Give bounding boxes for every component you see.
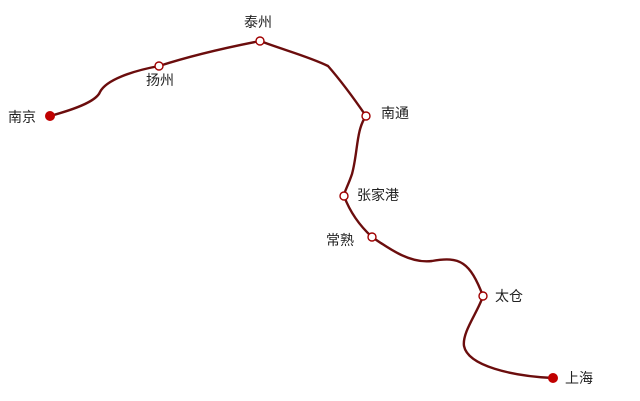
station-marker-changshu[interactable] [367, 232, 377, 242]
station-label-shanghai: 上海 [565, 371, 593, 387]
station-label-nanjing: 南京 [8, 110, 36, 126]
station-label-nantong: 南通 [381, 106, 409, 122]
station-label-zhangjiagang: 张家港 [357, 187, 399, 204]
station-label-yangzhou: 扬州 [146, 73, 174, 89]
station-marker-nantong[interactable] [361, 111, 371, 121]
station-marker-taicang[interactable] [478, 291, 488, 301]
station-label-taicang: 太仓 [495, 289, 523, 305]
railway-route-line [48, 39, 555, 380]
station-label-changshu: 常熟 [326, 233, 354, 249]
station-marker-taizhou[interactable] [255, 36, 265, 46]
station-label-taizhou: 泰州 [244, 15, 272, 31]
station-marker-nanjing[interactable] [45, 111, 55, 121]
station-marker-zhangjiagang[interactable] [339, 191, 349, 201]
station-marker-shanghai[interactable] [548, 373, 558, 383]
station-marker-yangzhou[interactable] [154, 61, 164, 71]
